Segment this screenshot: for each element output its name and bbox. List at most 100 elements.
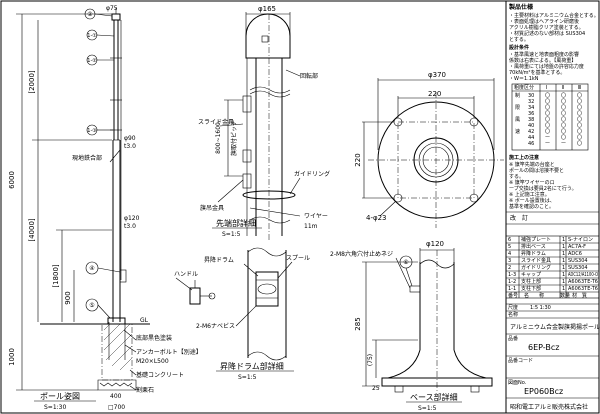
install-heading: 施工上の注意 xyxy=(508,154,539,161)
top-scale: S=1:5 xyxy=(222,231,241,238)
part-qty: 1 xyxy=(562,272,565,278)
drum-scale: S=1:5 xyxy=(238,374,257,381)
part-no: 5 xyxy=(508,244,511,250)
wind-cell: 〇 xyxy=(577,123,582,129)
label-weld: 現地鉄合部 xyxy=(72,154,102,162)
dim-found: 1000 xyxy=(8,348,16,366)
base-plan-w: 220 xyxy=(428,90,441,98)
part-qty: 1 xyxy=(562,265,565,271)
base-detail-dia: φ120 xyxy=(426,240,444,248)
wind-cell: 〇 xyxy=(545,105,550,111)
base-detail-bolt: 2-M8六角穴付止めネジ xyxy=(330,250,393,258)
base-sq: □700 xyxy=(108,404,125,411)
note-line: ・W＝1.1kN xyxy=(509,76,539,82)
part-qty: 1 xyxy=(562,286,565,292)
base-plan-dia: φ370 xyxy=(428,71,446,79)
install-line: ※ 旗竿先端の台座と xyxy=(509,161,555,168)
model-value: 6EP-Bcz xyxy=(528,343,559,352)
drawing-no: EP060Bcz xyxy=(524,387,563,396)
code-label: 品番コード xyxy=(508,357,533,364)
part-name: キャップ xyxy=(521,272,541,278)
scale-val: 1:5 1:30 xyxy=(530,305,551,311)
wind-cell: 〇 xyxy=(561,135,566,141)
drum-label-nut: 2-M6ナベビス xyxy=(196,322,235,330)
part-mat: ADC12/A1100-O xyxy=(568,272,598,278)
wind-cell: 風 xyxy=(515,117,520,123)
dim-low-thk: t3.0 xyxy=(124,223,136,230)
drum-caption: 昇降ドラム部詳細 xyxy=(220,361,284,371)
wind-cell: 〇 xyxy=(561,105,566,111)
balloon-5: ⑤ xyxy=(89,302,94,309)
label-paint: 底部黒色塗装 xyxy=(136,334,172,342)
part-qty: 1 xyxy=(562,251,565,257)
dim-mid-thk: t3.0 xyxy=(124,143,136,150)
wind-cell: 〇 xyxy=(561,123,566,129)
dim-total: 6000 xyxy=(8,171,16,189)
name-label: 名称 xyxy=(508,311,518,318)
label-bolt-size: M20×L500 xyxy=(136,358,169,365)
top-label-wire-len: 11m xyxy=(304,223,318,230)
install-line: ※ 上記施工注意。 xyxy=(509,191,550,198)
wind-cell: 30 xyxy=(528,93,534,99)
note-line: 設計条件 xyxy=(509,44,529,51)
top-dim-dia: φ165 xyxy=(258,5,276,13)
top-label-slide: スライド金具 xyxy=(198,118,234,126)
dim-top-dia: φ75 xyxy=(106,5,118,12)
wind-cell: 38 xyxy=(528,117,534,123)
part-mat: ADC6 xyxy=(568,251,582,257)
part-mat: S-ナイロン xyxy=(568,237,593,243)
note-line: ・風荷重にては地盤の許容応力度 xyxy=(509,63,584,70)
part-no: 6 xyxy=(508,237,511,243)
part-mat: A6063TE-T6 xyxy=(568,279,598,285)
install-line: ※ ボール設置後は、 xyxy=(509,197,555,204)
part-qty: 1 xyxy=(562,279,565,285)
note-line: ・基準風速と地表面粗度の影響 xyxy=(509,51,579,58)
part-mat: AC7A-F xyxy=(568,244,586,250)
top-label-flag: 旗吊金具 xyxy=(200,204,224,212)
top-label-cap: 回転部 xyxy=(300,72,318,80)
base-plan-holes: 4-φ23 xyxy=(366,214,387,222)
notes-heading: 製品仕様 xyxy=(508,3,534,11)
wind-cell: 〇 xyxy=(577,129,582,135)
base-w: 400 xyxy=(110,393,122,400)
base-detail-balloon: ⑥ xyxy=(403,259,408,266)
dim-handle: 900 xyxy=(64,291,72,304)
top-label-guide: ガイドリング xyxy=(294,170,330,178)
drum-label-spool: スプール xyxy=(286,255,310,262)
label-gravel: 割栗石 xyxy=(136,386,154,394)
wind-table-header: 粗度区分 xyxy=(514,84,534,91)
part-no: 1-1 xyxy=(508,286,516,292)
dim-middle: [4000] xyxy=(28,218,36,242)
pole-scale: S=1:30 xyxy=(44,404,66,411)
wind-cell: 〇 xyxy=(577,135,582,141)
wind-cell: 40 xyxy=(528,123,534,129)
drum-label-handle: ハンドル xyxy=(174,271,198,278)
base-detail: φ120 285 (75) 25 ⑥ 2-M8六角穴付止めネジ ベース部詳細 S… xyxy=(330,240,493,412)
base-detail-caption: ベース部詳細 xyxy=(410,392,458,402)
wind-cell: 36 xyxy=(528,111,534,117)
wind-cell: 制 xyxy=(515,92,520,99)
parts-foot: 数量 xyxy=(560,292,570,299)
part-qty: 1 xyxy=(562,244,565,250)
install-line: ※ 旗竿ワイヤーのロ xyxy=(509,179,555,186)
title-block: 尺度 1:5 1:30 名称 アルミニウム合金製旗掲揚ポール 品番 6EP-Bc… xyxy=(506,303,600,411)
wind-cell: 〇 xyxy=(577,93,582,99)
gl-label: GL xyxy=(140,317,149,324)
wind-cell: 速 xyxy=(515,129,520,135)
top-pitch: 旗取付ピッチ xyxy=(230,120,238,156)
base-detail-plate: (75) xyxy=(367,354,374,366)
part-mat: A6063TE-T6 xyxy=(568,286,598,292)
base-detail-bottom: 25 xyxy=(372,385,380,392)
wind-cell: 32 xyxy=(528,99,534,105)
balloon-4: ④ xyxy=(89,265,94,272)
part-name: 排出ベース xyxy=(521,243,546,250)
part-name: 支柱下部 xyxy=(521,285,541,292)
part-qty: 1 xyxy=(562,237,565,243)
scale-label: 尺度 xyxy=(508,304,518,311)
note-line: ・材質記述のない部材は SUS304 xyxy=(509,30,585,37)
wind-cell: 〇 xyxy=(561,111,566,117)
label-bolt: アンカーボルト【別途】 xyxy=(136,348,202,356)
